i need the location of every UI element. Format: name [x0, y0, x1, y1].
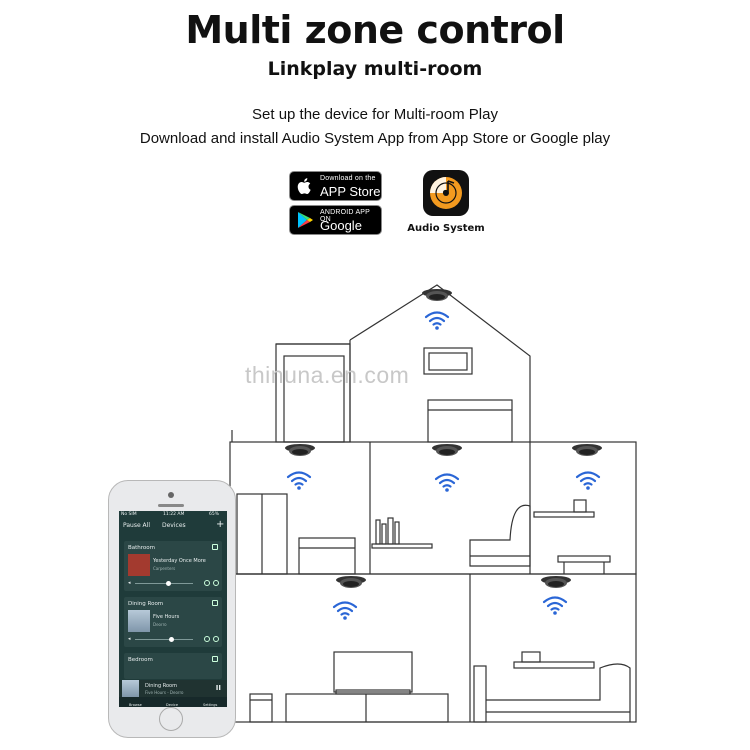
devices-title: Devices	[162, 522, 186, 529]
volume-knob[interactable]	[166, 581, 171, 586]
google-play-small-text: ANDROID APP ON	[320, 209, 370, 223]
audio-system-app-icon[interactable]	[423, 170, 469, 216]
google-play-badge[interactable]: ANDROID APP ON Google play	[289, 205, 382, 248]
artist-name: Deorro	[153, 622, 167, 627]
settings-gear-icon[interactable]	[213, 580, 219, 586]
page-title: Multi zone control	[185, 8, 565, 52]
download-instruction: Download and install Audio System App fr…	[139, 130, 611, 147]
home-button[interactable]	[159, 707, 183, 731]
volume-icon: ◂	[128, 636, 131, 642]
room-name: Dining Room	[128, 601, 164, 607]
app-store-badge[interactable]: Download on the APP Store	[289, 171, 382, 201]
pause-icon[interactable]: II	[215, 684, 221, 692]
watermark: thinuna.en.com	[245, 362, 410, 388]
app-label: Audio System	[407, 223, 485, 234]
app-store-big-text: APP Store	[320, 184, 381, 199]
now-playing-track: Five Hours - Deorro	[145, 690, 184, 695]
album-art	[128, 610, 150, 632]
smartphone: No SIM 11:22 AM 65% Pause All Devices + …	[108, 480, 236, 738]
app-screen: No SIM 11:22 AM 65% Pause All Devices + …	[119, 511, 227, 707]
battery-text: 65%	[209, 512, 220, 517]
artist-name: Carpenters	[153, 566, 176, 571]
volume-knob[interactable]	[169, 637, 174, 642]
room-card-bedroom[interactable]: Bedroom	[124, 653, 222, 679]
earpiece	[158, 504, 184, 507]
tab-device[interactable]: Device	[166, 703, 178, 707]
volume-slider[interactable]	[135, 639, 193, 640]
eq-icon[interactable]	[204, 580, 210, 586]
group-icon[interactable]	[212, 600, 218, 606]
app-store-small-text: Download on the	[320, 175, 376, 182]
setup-instruction: Set up the device for Multi-room Play	[252, 106, 498, 123]
page-subtitle: Linkplay multi-room	[267, 58, 483, 80]
time-text: 11:22 AM	[163, 512, 185, 517]
room-name: Bedroom	[128, 657, 153, 663]
now-playing-bar[interactable]: Dining Room Five Hours - Deorro II	[119, 680, 227, 697]
room-card-dining-room[interactable]: Dining Room Five Hours Deorro ◂	[124, 597, 222, 647]
volume-icon: ◂	[128, 580, 131, 586]
room-card-bathroom[interactable]: Bathroom Yesterday Once More Carpenters …	[124, 541, 222, 591]
volume-slider[interactable]	[135, 583, 193, 584]
google-play-big-text: Google play	[320, 218, 362, 248]
now-playing-art	[122, 680, 139, 697]
google-play-icon	[298, 212, 313, 228]
tab-bar: Browse Device Settings	[119, 697, 227, 707]
now-playing-room: Dining Room	[145, 683, 177, 689]
add-device-button[interactable]: +	[216, 519, 225, 530]
carrier-text: No SIM	[121, 512, 137, 517]
music-disc-icon	[430, 177, 462, 209]
settings-gear-icon[interactable]	[213, 636, 219, 642]
album-art	[128, 554, 150, 576]
tab-browse[interactable]: Browse	[129, 703, 142, 707]
pause-all-button[interactable]: Pause All	[123, 522, 150, 529]
song-title: Five Hours	[153, 614, 180, 620]
eq-icon[interactable]	[204, 636, 210, 642]
apple-icon	[297, 178, 311, 194]
group-icon[interactable]	[212, 544, 218, 550]
group-icon[interactable]	[212, 656, 218, 662]
status-bar: No SIM 11:22 AM 65%	[119, 511, 227, 519]
tab-settings[interactable]: Settings	[203, 703, 218, 707]
room-name: Bathroom	[128, 545, 156, 551]
song-title: Yesterday Once More	[153, 558, 206, 564]
camera	[168, 492, 174, 498]
